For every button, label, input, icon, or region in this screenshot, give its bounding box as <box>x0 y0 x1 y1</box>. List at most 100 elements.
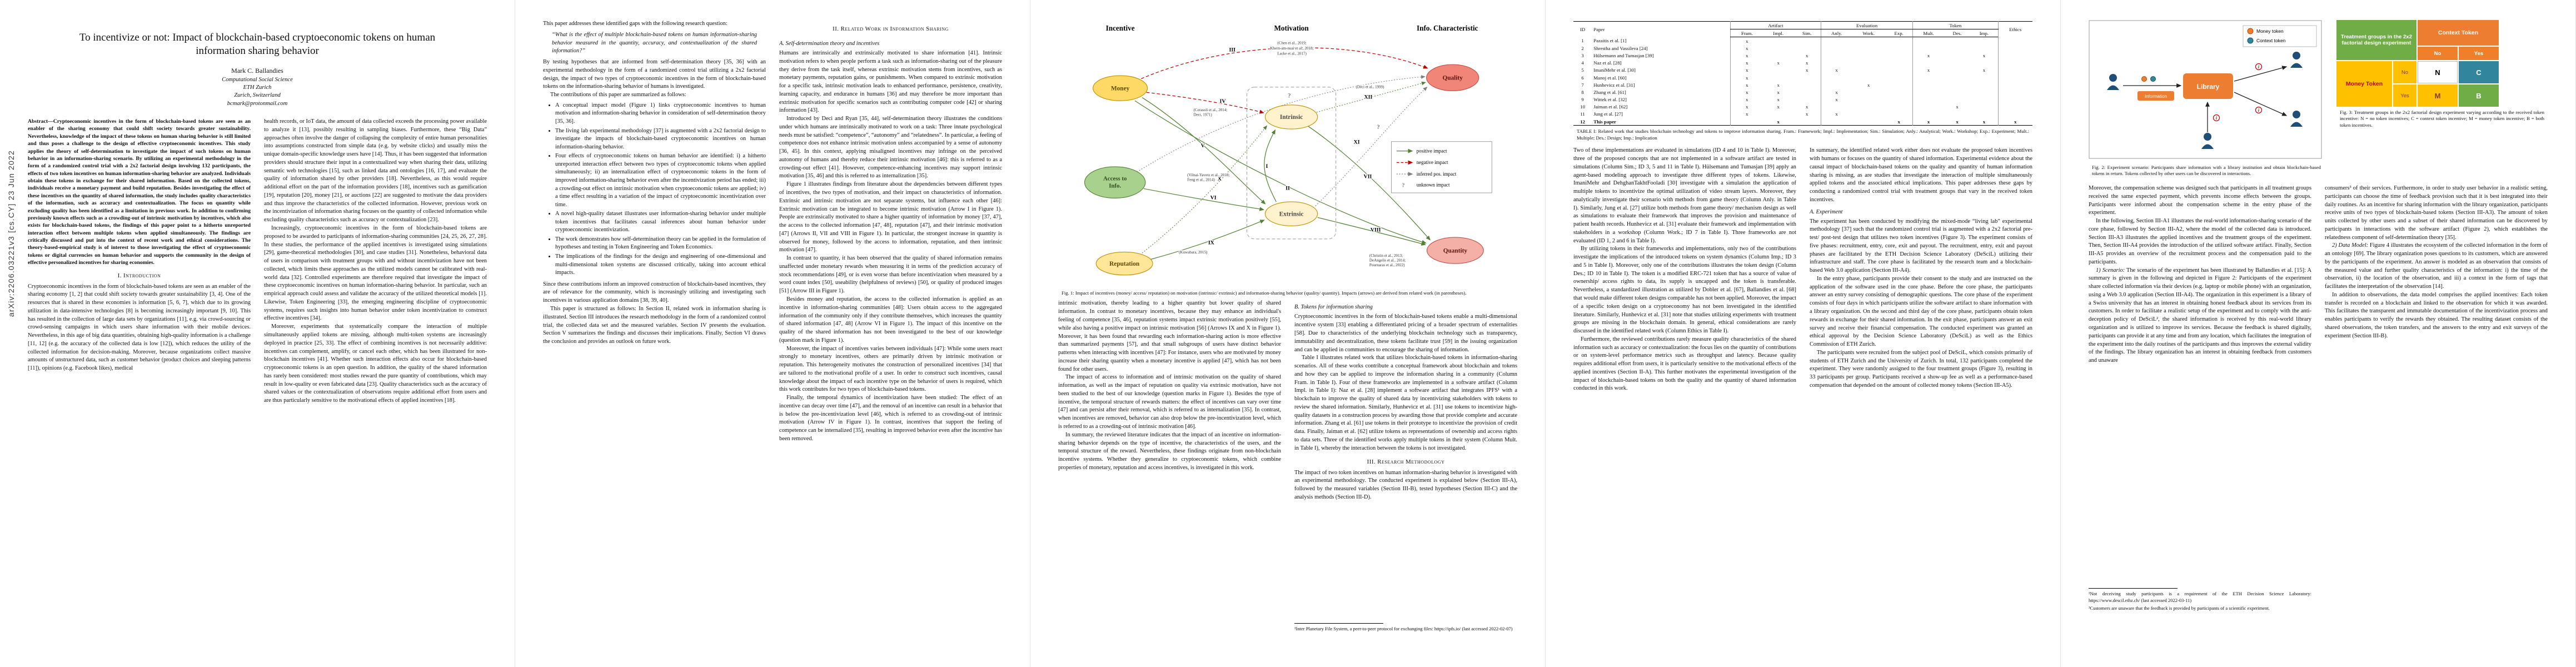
footnotes: ²Not deceiving study participants is a r… <box>2089 588 2311 613</box>
node-reputation-label: Reputation <box>1109 261 1140 267</box>
td <box>1944 111 1971 118</box>
paragraph: The experiment has been conducted by mod… <box>1810 218 2032 274</box>
td <box>1997 66 2032 74</box>
td: 7 <box>1581 82 1584 88</box>
paragraph: In contrast to quantity, it has been obs… <box>779 255 1002 295</box>
arrow-label: VII <box>1364 174 1372 180</box>
td <box>1885 88 1913 96</box>
td: x <box>1982 118 1986 125</box>
arrow-extrinsic-intrinsic <box>1264 129 1277 202</box>
author-email: bcmark@protonmail.com <box>227 100 288 107</box>
column: In summary, the identified related work … <box>1810 147 2032 625</box>
unknown-impact-mark: ? <box>1288 93 1291 99</box>
paragraph-text: The scenario of the experiment has been … <box>2089 267 2311 364</box>
td <box>1852 88 1885 96</box>
paragraph: intrinsic motivation, thereby leading to… <box>1058 300 1281 372</box>
money-no-cell: No <box>2393 61 2416 83</box>
paragraph: consumers³ of their services. Furthermor… <box>2325 185 2548 241</box>
td <box>1885 74 1913 81</box>
subsection-heading-tokens: B. Tokens for information sharing <box>1294 304 1373 311</box>
td <box>1885 111 1913 118</box>
money-token-header: Money Token <box>2336 61 2392 107</box>
figure-2-caption: Fig. 2: Experiment scenario: Participant… <box>2092 165 2321 177</box>
col-header: Exp. <box>1885 29 1913 37</box>
arrow-label: XII <box>1364 94 1373 100</box>
node-extrinsic <box>1264 201 1318 226</box>
information-tag <box>2137 91 2174 101</box>
td: x <box>1997 118 2032 126</box>
td <box>1852 103 1885 111</box>
footnote-text: ²Not deceiving study participants is a r… <box>2089 590 2311 603</box>
td <box>1997 88 2032 96</box>
node-reputation <box>1095 251 1153 276</box>
paragraph: Figure 1 illustrates findings from liter… <box>779 181 1002 253</box>
paragraph: Since these contributions inform an impr… <box>543 281 766 304</box>
td <box>1944 44 1971 52</box>
arrow-extrinsic-quantity <box>1317 217 1426 246</box>
col-header-ethics: Ethics <box>1997 21 2032 37</box>
td <box>1885 81 1913 88</box>
page-5: Money token Context token Library Inform… <box>2061 0 2576 667</box>
arrow-money-quantity <box>1134 100 1427 244</box>
paragraph: By testing hypotheses that are informed … <box>543 59 766 90</box>
svg-text:i: i <box>2258 64 2260 69</box>
context-token-header: Context Token <box>2418 20 2499 46</box>
node-money-label: Money <box>1111 85 1130 92</box>
td <box>1820 73 1852 82</box>
info-icon: i <box>2213 114 2220 122</box>
td <box>1912 81 1944 89</box>
td: x <box>1956 104 1959 110</box>
context-token-icon <box>2150 76 2156 82</box>
node-quality-label: Quality <box>1442 75 1463 82</box>
research-question: “What is the effect of multiple blockcha… <box>552 31 757 54</box>
td: Wittek et al. [32] <box>1593 97 1627 103</box>
paragraph: In addition to observations, the data mo… <box>2325 291 2548 339</box>
td: ImaniMehr et al. [30] <box>1593 67 1636 73</box>
paragraph: Finally, the temporal dynamics of incent… <box>779 395 1002 442</box>
td: x <box>1820 96 1852 103</box>
td <box>1820 37 1852 45</box>
svg-text:i: i <box>2216 116 2218 121</box>
td <box>1912 44 1944 52</box>
td: Jaiman et al. [62] <box>1593 104 1628 110</box>
paragraph: Besides money and reputation, the access… <box>779 296 1002 344</box>
paragraph: Two of these implementations are evaluat… <box>1573 147 1796 244</box>
td <box>1885 59 1913 67</box>
citation-label: Deci, 1971) <box>1193 113 1212 117</box>
td <box>1997 81 2032 89</box>
td <box>1852 37 1885 45</box>
treatment-groups-grid: Treatment groups in the 2x2 factorial de… <box>2336 20 2548 107</box>
paragraph: Increasingly, cryptoeconomic incentives … <box>264 225 487 322</box>
td <box>1852 59 1885 67</box>
td <box>1793 74 1821 81</box>
figure-2-legend: Money token Context token <box>2243 25 2317 47</box>
td: x <box>1820 88 1852 96</box>
td: x <box>1777 60 1780 66</box>
citation-label: Pournaras et al., 2022) <box>1369 263 1405 267</box>
info-icon: i <box>2255 106 2263 114</box>
column: II. Related Work in Information Sharing … <box>779 20 1002 647</box>
list-item: The living lab experimental methodology … <box>555 127 766 152</box>
td: x <box>1820 110 1852 118</box>
td <box>1997 110 2032 118</box>
td: 11 <box>1580 111 1585 117</box>
related-work-table: ID Paper Artifact Evaluation Token Ethic… <box>1573 21 2032 126</box>
td: x <box>1730 73 1763 82</box>
td <box>1885 103 1913 111</box>
col-header: Imp. <box>1970 29 1999 37</box>
td <box>1730 118 1763 126</box>
td: Hülsemann and Tumasjan [39] <box>1593 52 1654 58</box>
citation-label: Feng et al., 2014) <box>1187 177 1215 182</box>
td <box>1970 44 1998 52</box>
citation-label: (Deci et al., 1999) <box>1356 85 1384 89</box>
td: x <box>1777 118 1780 125</box>
footnote: ¹Inter Planetary File System, a peer-to-… <box>1294 623 1517 633</box>
col-group-artifact: Artifact <box>1730 21 1821 29</box>
paragraph: Cryptoeconomic incentives in the form of… <box>28 283 251 372</box>
citation-label: Lacke et al., 2017) <box>1277 51 1307 56</box>
td <box>1885 96 1913 103</box>
